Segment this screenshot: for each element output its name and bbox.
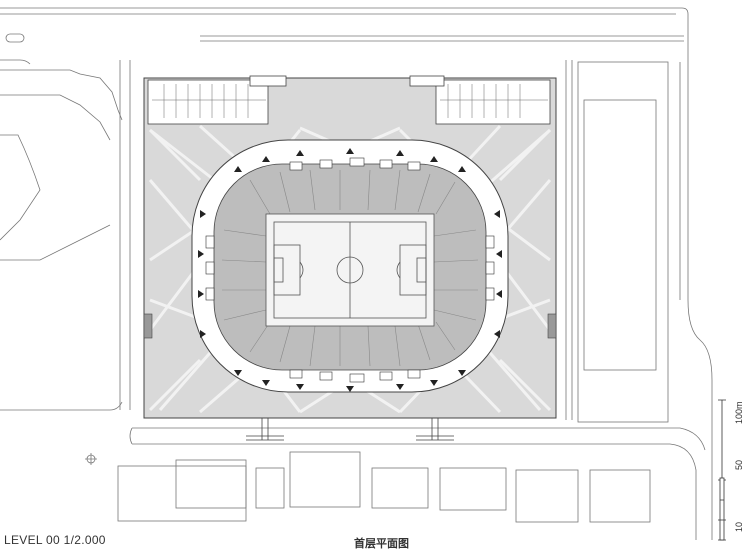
scale-label-100m: 100m — [734, 401, 744, 424]
scale-label-50: 50 — [734, 459, 744, 470]
ring-columns — [198, 148, 502, 392]
plan-title: 首层平面图 — [354, 537, 409, 550]
stand-lines — [221, 169, 479, 367]
entrance-bridges — [246, 418, 454, 441]
side-gates — [143, 313, 557, 339]
surrounding-roads — [0, 7, 713, 540]
scale-label-10: 10 — [734, 521, 744, 532]
level-scale-label: LEVEL 00 1/2.000 — [4, 533, 106, 547]
north-service-blocks — [147, 75, 551, 125]
scale-bar — [718, 399, 726, 541]
north-block-grid — [152, 84, 548, 118]
football-pitch — [265, 213, 435, 327]
ring-rooms — [205, 157, 495, 383]
